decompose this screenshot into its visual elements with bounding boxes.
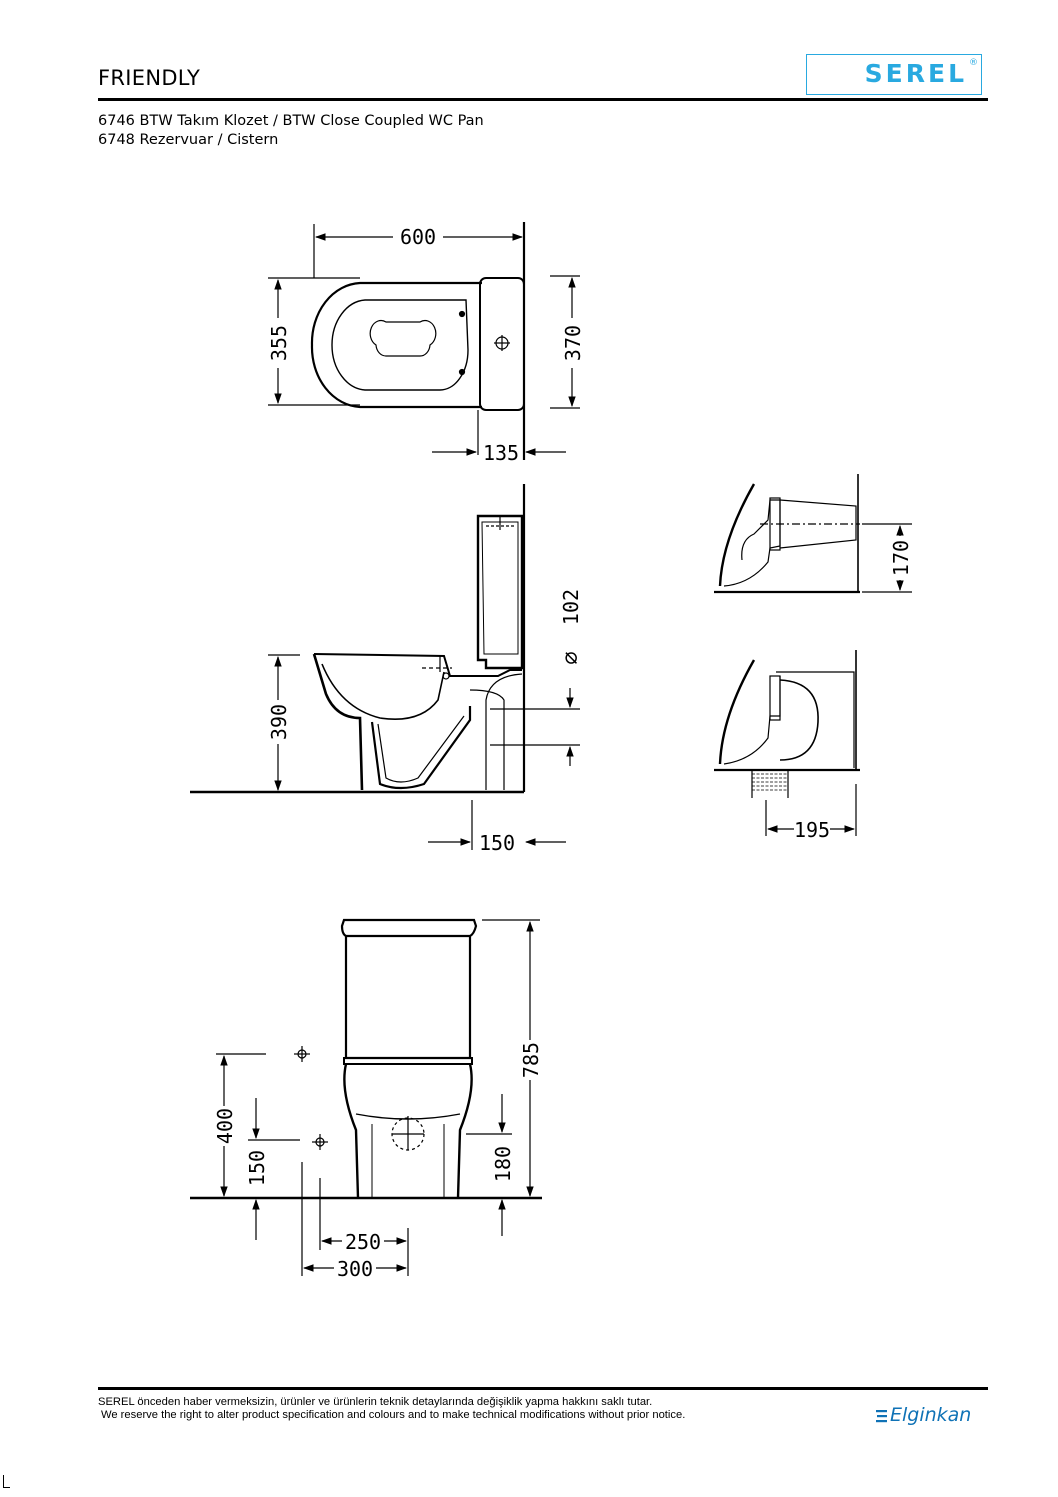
p-trap-detail — [714, 474, 912, 594]
dim-370: 370 — [561, 325, 585, 361]
dim-150-side: 150 — [479, 831, 515, 855]
dim-170: 170 — [889, 540, 913, 576]
dim-300: 300 — [337, 1257, 373, 1281]
elginkan-logo: Elginkan — [876, 1404, 971, 1426]
dim-390: 390 — [267, 704, 291, 740]
dim-250: 250 — [345, 1230, 381, 1254]
registered-mark: ® — [969, 58, 978, 68]
dim-135: 135 — [483, 441, 519, 465]
front-view — [190, 918, 542, 1276]
side-view — [190, 484, 580, 850]
serel-logo: SEREL ® — [806, 54, 982, 95]
crop-mark — [3, 1475, 10, 1488]
footer-rule — [98, 1387, 988, 1390]
elginkan-logo-text: Elginkan — [890, 1404, 972, 1426]
diameter-symbol: ∅ — [559, 651, 584, 664]
series-title: FRIENDLY — [98, 66, 201, 90]
disclaimer-tr: SEREL önceden haber vermeksizin, ürünler… — [98, 1396, 653, 1408]
serel-logo-text: SEREL — [864, 59, 967, 88]
dim-400: 400 — [213, 1108, 237, 1144]
dim-195: 195 — [794, 818, 830, 842]
dim-150-front: 150 — [245, 1150, 269, 1186]
header-rule — [98, 98, 988, 101]
dim-355: 355 — [267, 325, 291, 361]
dim-600: 600 — [400, 225, 436, 249]
product-line-2: 6748 Rezervuar / Cistern — [98, 132, 279, 148]
dim-180: 180 — [491, 1146, 515, 1182]
product-line-1: 6746 BTW Takım Klozet / BTW Close Couple… — [98, 113, 484, 129]
disclaimer-en: We reserve the right to alter product sp… — [101, 1409, 686, 1421]
top-view — [268, 222, 580, 460]
dim-785: 785 — [519, 1042, 543, 1078]
s-trap-detail — [714, 650, 860, 836]
elginkan-mark-icon — [876, 1410, 887, 1423]
fixing-point — [294, 1046, 310, 1062]
dim-102: 102 — [559, 589, 583, 625]
fixing-point — [312, 1134, 328, 1150]
